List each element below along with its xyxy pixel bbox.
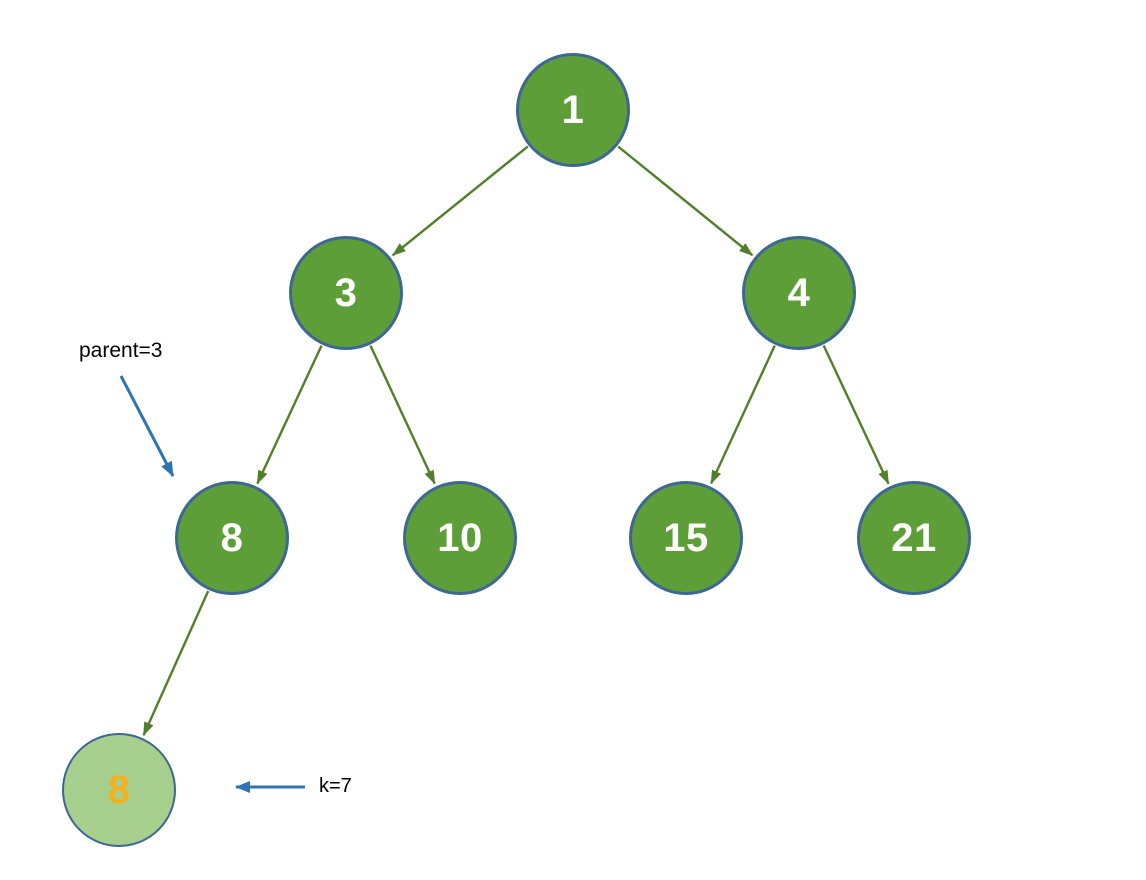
- tree-node-8-inserted: 8: [62, 733, 176, 847]
- tree-edge-n8-n8new: [142, 590, 210, 737]
- parent-annotation-label: parent=3: [79, 339, 163, 362]
- tree-node-1-label: 1: [561, 88, 585, 132]
- tree-node-10: 10: [403, 481, 517, 595]
- tree-edge-n4-n15: [710, 345, 776, 485]
- tree-edge-n4-n21: [822, 344, 890, 485]
- tree-edge-n3-n8: [256, 345, 323, 485]
- tree-node-15: 15: [629, 481, 743, 595]
- tree-node-3-label: 3: [334, 271, 358, 315]
- tree-node-8-label: 8: [220, 516, 244, 560]
- tree-node-8: 8: [175, 481, 289, 595]
- tree-node-10-label: 10: [437, 516, 483, 560]
- tree-node-8-inserted-label: 8: [107, 768, 131, 812]
- parent-annotation-arrow: [119, 375, 175, 477]
- k-annotation-label: k=7: [319, 775, 352, 797]
- tree-node-21-label: 21: [891, 516, 937, 560]
- tree-node-4-label: 4: [787, 271, 811, 315]
- tree-node-15-label: 15: [663, 516, 709, 560]
- tree-node-1: 1: [516, 53, 630, 167]
- tree-node-3: 3: [289, 236, 403, 350]
- tree-edge-n1-n3: [391, 145, 529, 257]
- tree-node-21: 21: [857, 481, 971, 595]
- tree-edge-n1-n4: [617, 145, 754, 257]
- tree-edge-n3-n10: [369, 345, 436, 485]
- tree-node-4: 4: [742, 236, 856, 350]
